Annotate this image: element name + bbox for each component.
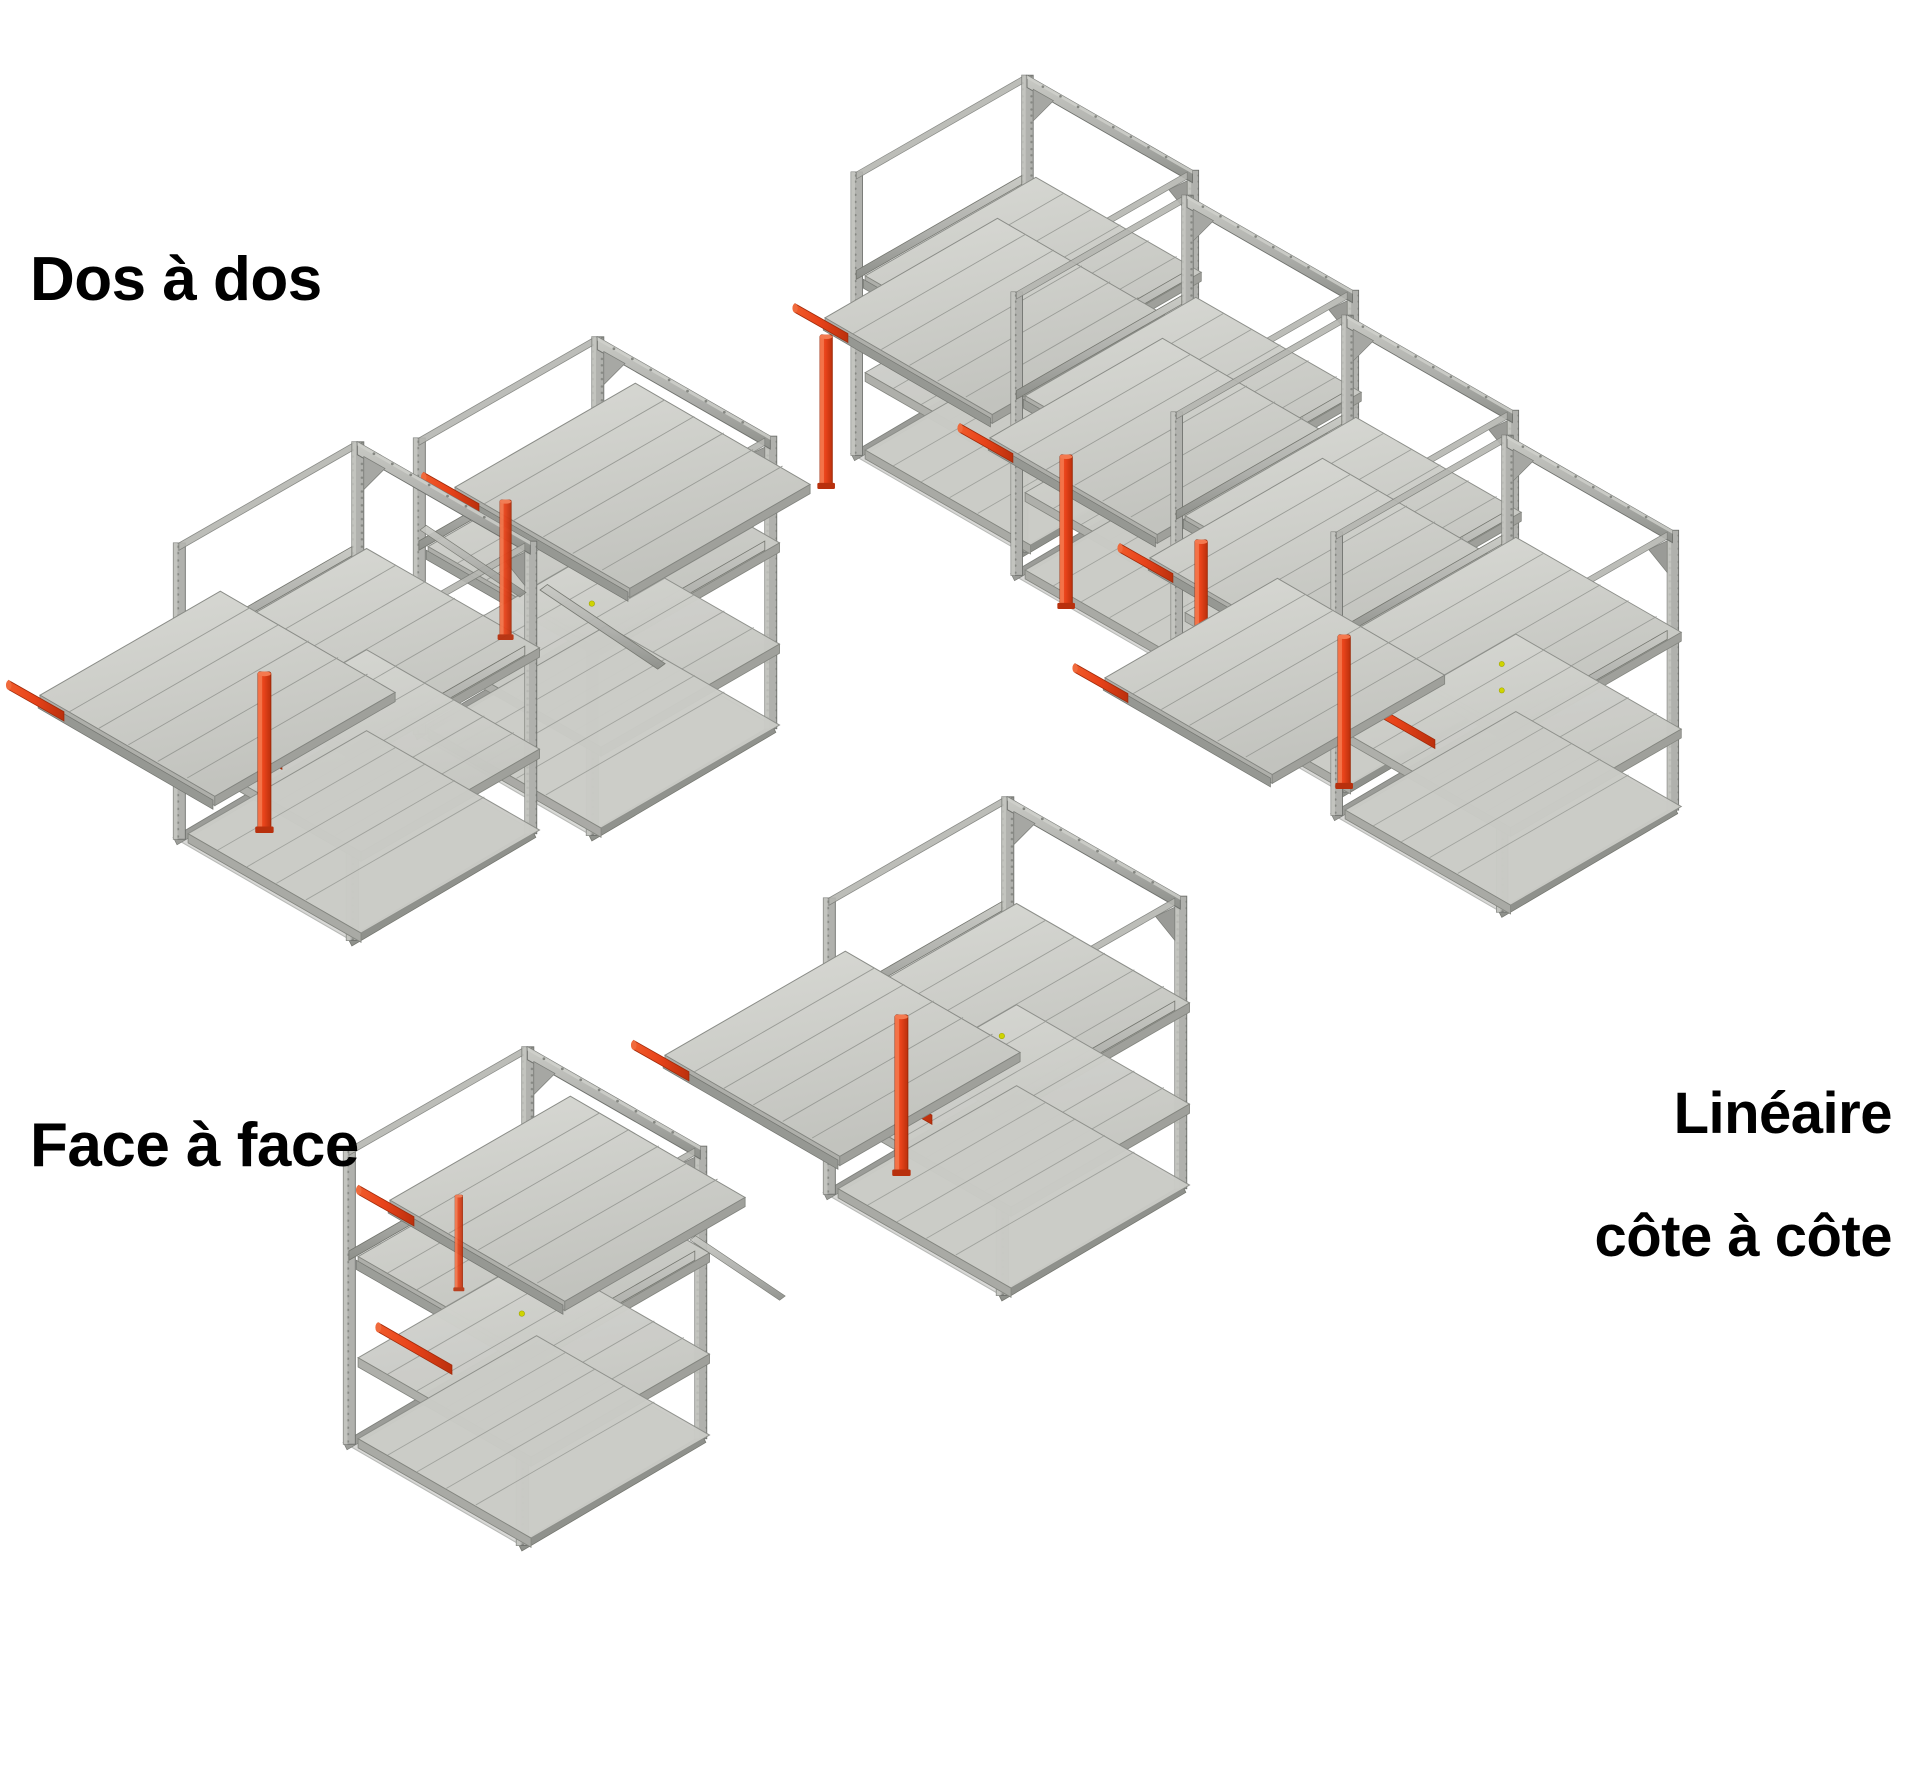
label-linear-line1: Linéaire bbox=[1673, 1081, 1893, 1147]
group-single-center-module bbox=[630, 796, 1191, 1302]
group-linear-side-by-side bbox=[791, 74, 1682, 918]
label-back-to-back: Dos à dos bbox=[30, 245, 322, 314]
label-face-to-face: Face à face bbox=[30, 1111, 359, 1180]
group-back-to-back bbox=[5, 336, 811, 947]
group-face-to-face bbox=[342, 1046, 786, 1552]
label-linear-line2: côte à côte bbox=[1594, 1204, 1893, 1270]
label-linear-side-by-side: Linéaire côte à côte bbox=[1595, 1022, 1893, 1391]
